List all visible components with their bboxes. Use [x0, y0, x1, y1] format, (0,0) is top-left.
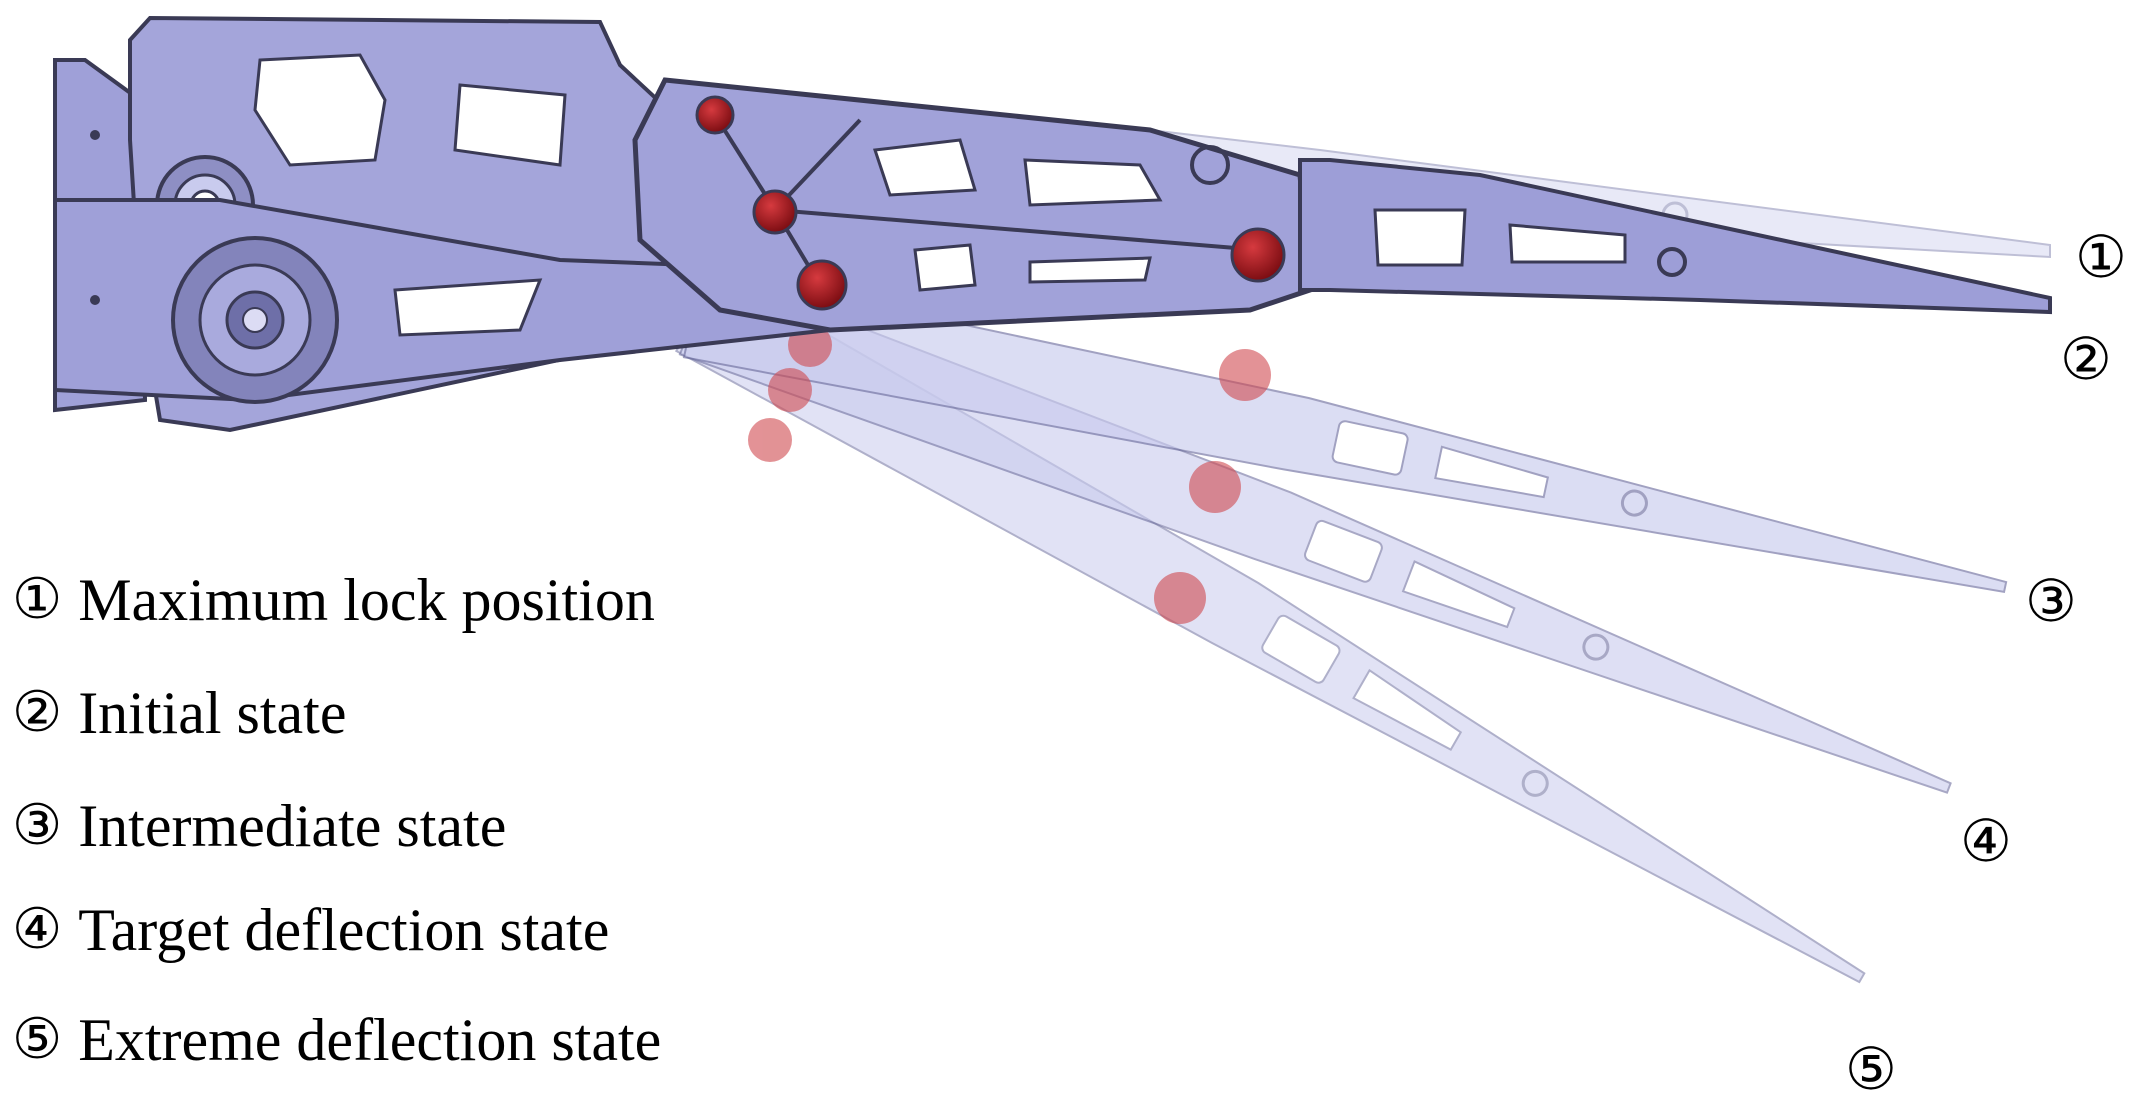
state-label-3: ③ [2025, 567, 2077, 635]
lower-bearing [171, 236, 339, 404]
truss-frame [632, 77, 1313, 333]
ghost-state-3-flap [682, 268, 2008, 593]
ghost-joints [748, 323, 1271, 624]
state-label-4: ④ [1960, 807, 2012, 875]
main-flap-initial-state [1298, 158, 2052, 315]
state-label-2: ② [2060, 325, 2112, 393]
state-label-1: ① [2075, 223, 2127, 291]
state-label-5: ⑤ [1845, 1035, 1897, 1103]
joints [695, 95, 1286, 311]
